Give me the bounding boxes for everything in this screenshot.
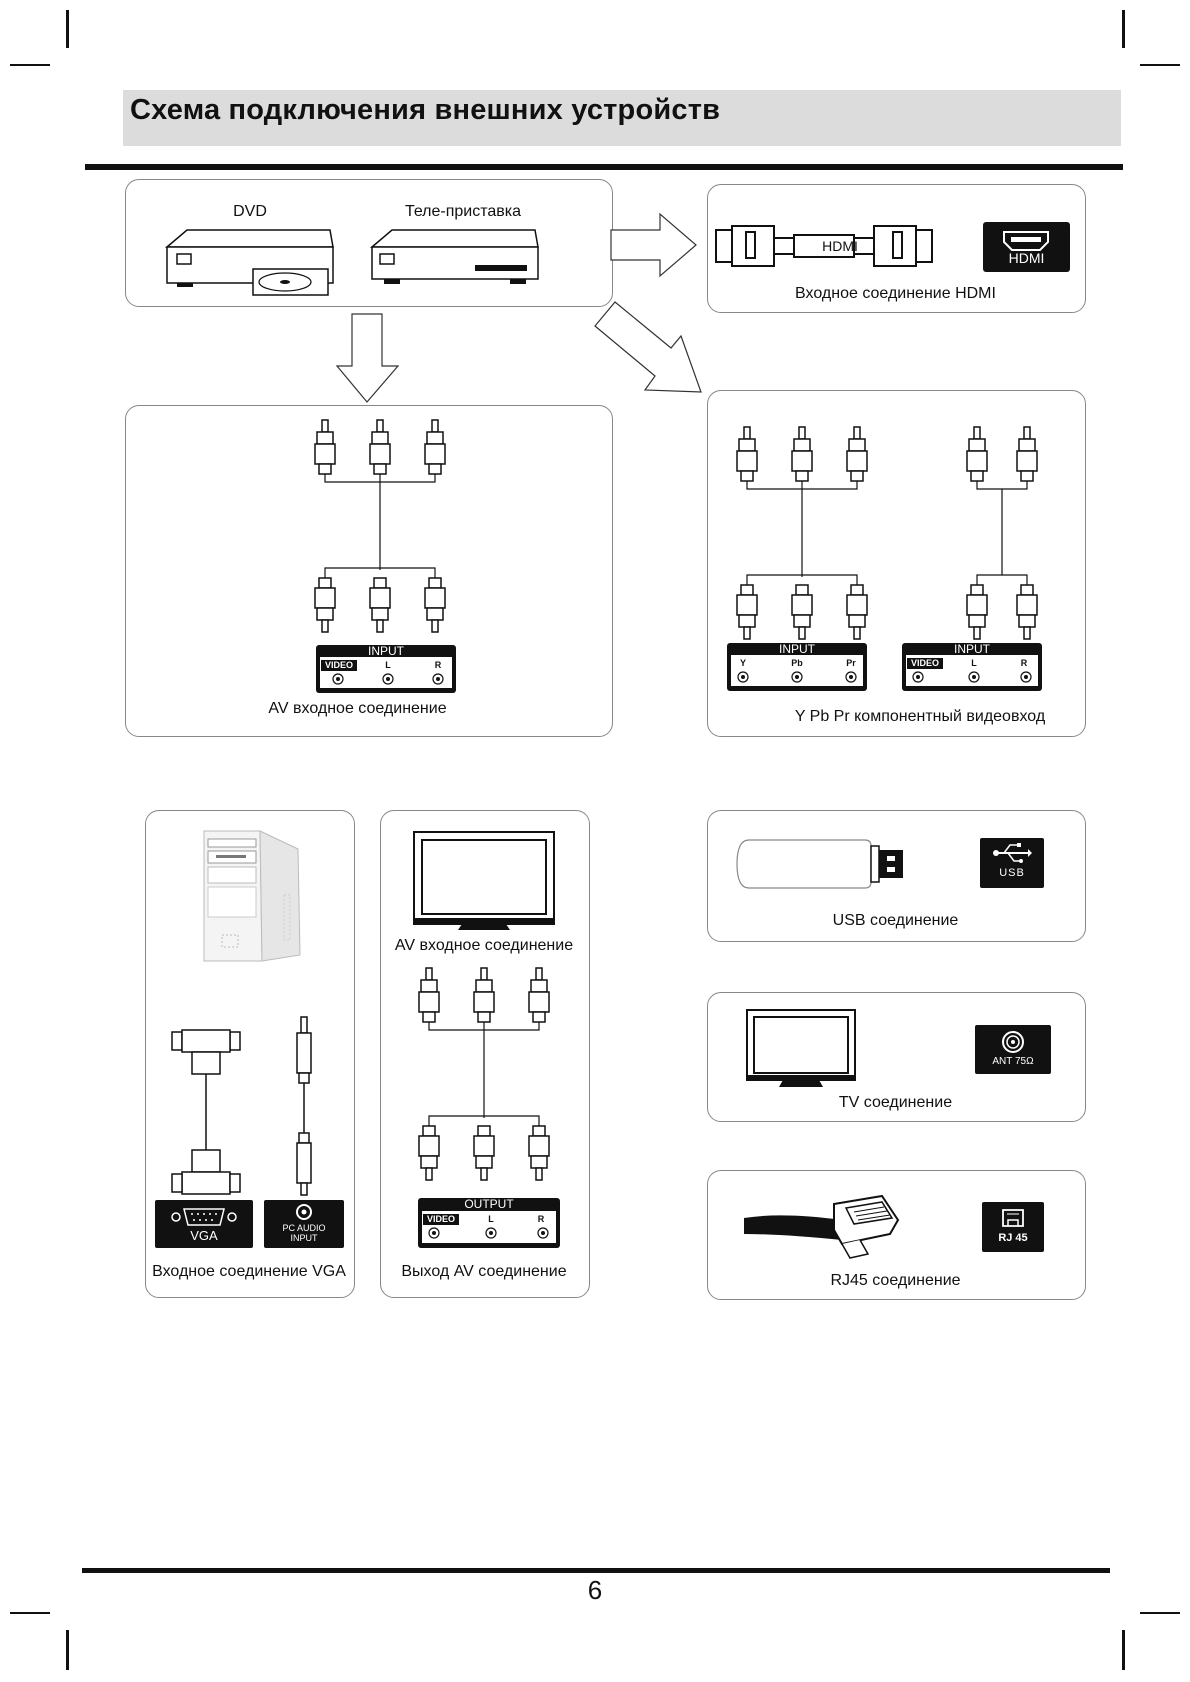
crop-mark bbox=[10, 64, 50, 66]
av-output-tv-caption: AV входное соединение bbox=[394, 937, 574, 954]
coax-jack-icon bbox=[1002, 1031, 1024, 1053]
av-input-panel-title: INPUT bbox=[368, 644, 404, 658]
arrow-diagonal bbox=[594, 301, 702, 393]
av-output-cable-icon bbox=[418, 967, 550, 1181]
crop-mark bbox=[1122, 1630, 1125, 1670]
component-port-pr: Pr bbox=[846, 658, 856, 668]
av-input-caption: AV входное соединение bbox=[268, 700, 447, 717]
vga-port-label: VGA bbox=[190, 1228, 218, 1243]
page-number: 6 bbox=[587, 1575, 603, 1605]
hdmi-cable-icon bbox=[715, 225, 933, 267]
crop-mark bbox=[66, 10, 69, 48]
component-port-r: R bbox=[1020, 658, 1028, 668]
tv-monitor-icon bbox=[413, 831, 555, 930]
av-rca-cable-icon bbox=[314, 419, 446, 633]
network-jack-icon bbox=[1002, 1209, 1024, 1227]
av-output-port-video: VIDEO bbox=[423, 1214, 459, 1225]
vga-port bbox=[155, 1200, 253, 1248]
rj45-cable-icon bbox=[744, 1194, 900, 1259]
av-output-port-r: R bbox=[537, 1214, 545, 1224]
av-output-caption: Выход AV соединение bbox=[401, 1263, 567, 1280]
title-band bbox=[123, 90, 1121, 146]
hdmi-port-label: HDMI bbox=[1008, 250, 1045, 266]
component-port-video: VIDEO bbox=[907, 658, 943, 669]
tv-caption: TV соединение bbox=[838, 1094, 953, 1111]
av-output-jacks bbox=[428, 1227, 549, 1239]
vga-caption: Входное соединение VGA bbox=[152, 1263, 346, 1280]
dvd-player-icon bbox=[164, 229, 334, 296]
av-output-port-l: L bbox=[488, 1214, 494, 1224]
pc-audio-label-line1: PC AUDIO bbox=[282, 1223, 326, 1233]
crop-mark bbox=[1140, 1612, 1180, 1614]
component-audio-cable-icon bbox=[966, 426, 1038, 640]
component-ypbpr-jacks bbox=[737, 671, 857, 683]
component-port-y: Y bbox=[739, 658, 746, 668]
pc-audio-label-line2: INPUT bbox=[290, 1233, 318, 1243]
crop-mark bbox=[66, 1630, 69, 1670]
page-title: Схема подключения внешних устройств bbox=[130, 94, 721, 126]
vga-port-icon bbox=[171, 1208, 237, 1226]
hdmi-caption: Входное соединение HDMI bbox=[795, 285, 996, 302]
arrow-down bbox=[335, 313, 400, 403]
tv-set-icon bbox=[746, 1009, 856, 1087]
crop-mark bbox=[10, 1612, 50, 1614]
av-input-port-l: L bbox=[385, 660, 391, 670]
component-panel1-title: INPUT bbox=[779, 642, 815, 656]
set-top-box-label: Теле-приставка bbox=[404, 203, 522, 220]
set-top-box-icon bbox=[369, 229, 539, 284]
usb-symbol-icon bbox=[993, 843, 1032, 863]
crop-mark bbox=[1140, 64, 1180, 66]
crop-mark bbox=[1122, 10, 1125, 48]
pc-audio-port bbox=[264, 1200, 344, 1248]
av-input-port-r: R bbox=[434, 660, 442, 670]
dvd-label: DVD bbox=[233, 203, 267, 220]
vga-cable-icon bbox=[171, 1029, 241, 1195]
rj45-port-label: RJ 45 bbox=[998, 1232, 1028, 1244]
av-input-port-video: VIDEO bbox=[321, 660, 357, 671]
header-rule bbox=[85, 164, 1123, 170]
component-port-pb: Pb bbox=[791, 658, 803, 668]
hdmi-cable-label: HDMI bbox=[822, 238, 858, 254]
usb-port-label: USB bbox=[999, 867, 1025, 879]
rj45-caption: RJ45 соединение bbox=[830, 1272, 961, 1289]
usb-stick-icon bbox=[736, 839, 903, 889]
component-cable-icon bbox=[736, 426, 868, 640]
component-caption: Y Pb Pr компонентный видеовход bbox=[794, 708, 1046, 725]
antenna-port-label: ANT 75Ω bbox=[992, 1056, 1034, 1067]
usb-port bbox=[980, 838, 1044, 888]
av-output-panel-title: OUTPUT bbox=[464, 1197, 514, 1211]
antenna-port bbox=[975, 1025, 1051, 1074]
arrow-right bbox=[610, 212, 697, 278]
pc-tower-icon bbox=[203, 830, 301, 962]
footer-rule bbox=[82, 1568, 1110, 1573]
hdmi-port bbox=[983, 222, 1070, 272]
hdmi-port-icon bbox=[1003, 231, 1049, 251]
audio-cable-icon bbox=[296, 1016, 312, 1196]
av-input-jacks bbox=[332, 673, 444, 685]
component-audio-jacks bbox=[912, 671, 1032, 683]
usb-caption: USB соединение bbox=[832, 912, 959, 929]
component-port-l: L bbox=[971, 658, 977, 668]
component-panel2-title: INPUT bbox=[954, 642, 990, 656]
pc-audio-jack-icon bbox=[296, 1204, 312, 1220]
